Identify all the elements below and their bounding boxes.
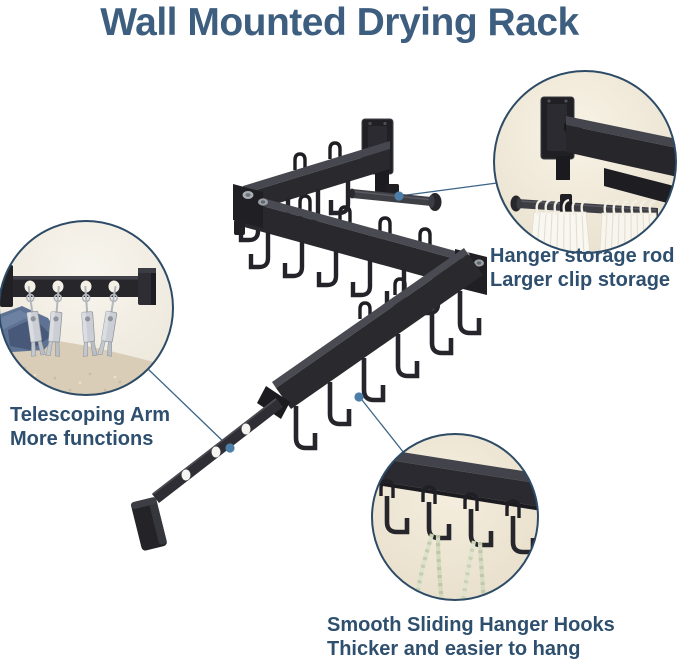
feature-marker-dots [225,191,404,453]
hooks-arm-bottom [293,291,482,451]
metal-clips [25,285,118,357]
feature-label-hanger-hooks: Smooth Sliding Hanger Hooks Thicker and … [327,613,615,659]
callout-telescoping-arm [0,220,174,396]
hinge-left [233,184,268,235]
callout-ring-telescoping [0,220,174,396]
feature-label-hanger-rod: Hanger storage rod Larger clip storage [490,244,674,292]
arm-top [243,141,390,214]
product-title: Wall Mounted Drying Rack [100,1,579,44]
callout-hanger-rod [493,70,677,254]
feature-label-hooks-line2: Thicker and easier to hang [327,638,581,659]
feature-label-telescoping-line1: Telescoping Arm [10,404,171,426]
feature-label-telescoping-line2: More functions [10,428,154,450]
end-cap [130,497,167,551]
callout-ring-hooks [371,433,539,601]
marker-dot-hooks [354,392,364,402]
arm-middle [237,191,470,289]
marker-dot-telescoping [225,443,235,453]
telescoping-rail [152,398,283,503]
hanger-storage-rod [349,184,442,211]
leader-lines [147,182,498,454]
feature-label-hooks-line1: Smooth Sliding Hanger Hooks [327,614,615,636]
callout-hanger-hooks [371,433,539,601]
drying-rack [130,118,487,551]
arm-bottom [272,248,483,409]
callout-ring-hanger-rod [493,70,677,254]
feature-label-telescoping-arm: Telescoping Arm More functions [10,403,170,451]
feature-label-hanger-rod-line1: Hanger storage rod [490,245,675,267]
feature-label-hanger-rod-line2: Larger clip storage [490,269,671,291]
marker-dot-rod [394,191,404,201]
